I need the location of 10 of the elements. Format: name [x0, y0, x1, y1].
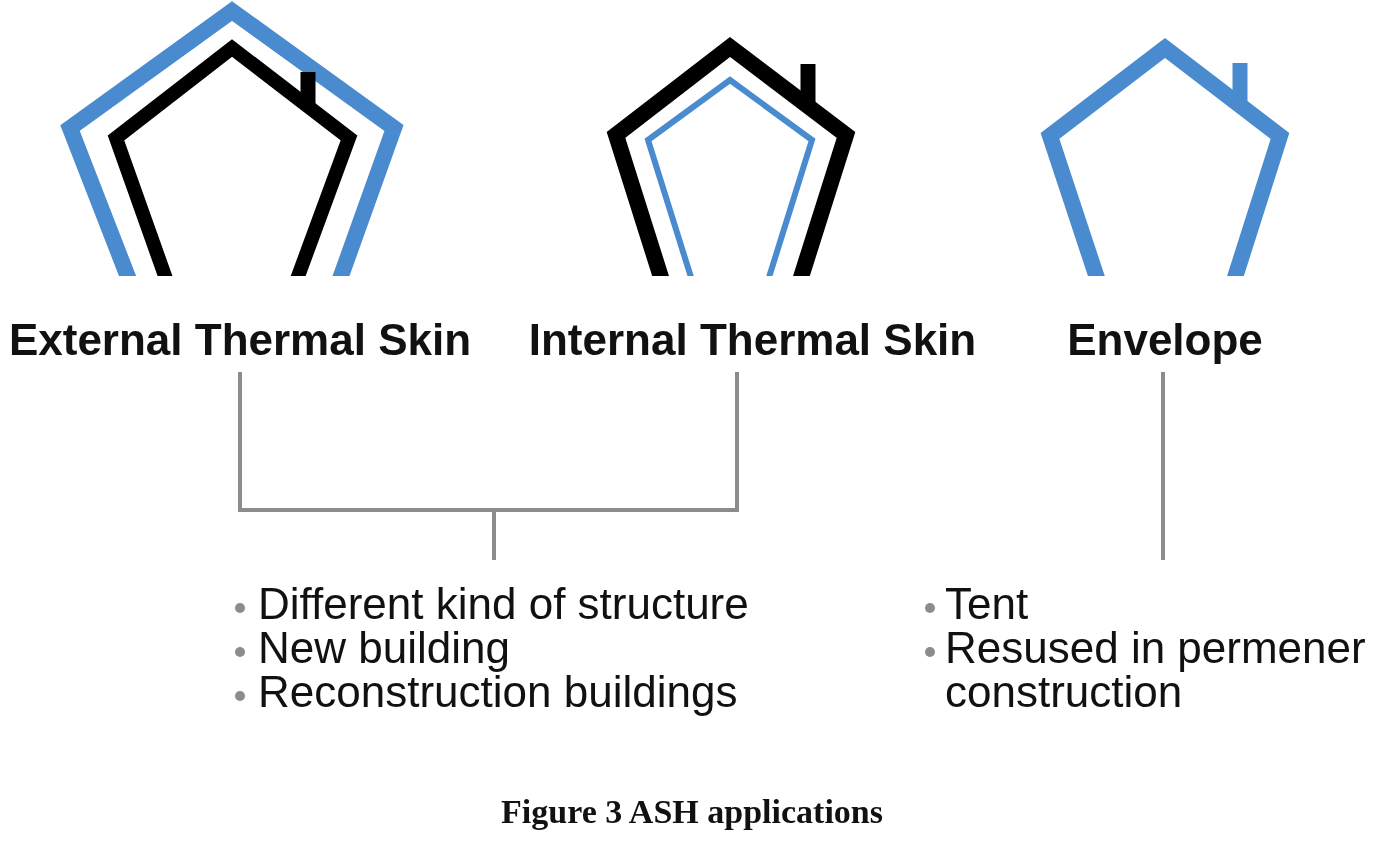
- list-item: Resused in permener construction: [945, 626, 1367, 714]
- list-item: Different kind of structure: [258, 582, 749, 626]
- list-item: New building: [258, 626, 510, 670]
- heading: External Thermal Skin: [8, 314, 472, 366]
- heading: Internal Thermal Skin: [528, 314, 977, 366]
- heading: Envelope: [1067, 314, 1263, 366]
- connector-line: [1161, 372, 1165, 560]
- figure-caption: Figure 3 ASH applications: [501, 792, 883, 832]
- list-item: Tent: [945, 582, 1029, 626]
- connector-line: [492, 372, 739, 560]
